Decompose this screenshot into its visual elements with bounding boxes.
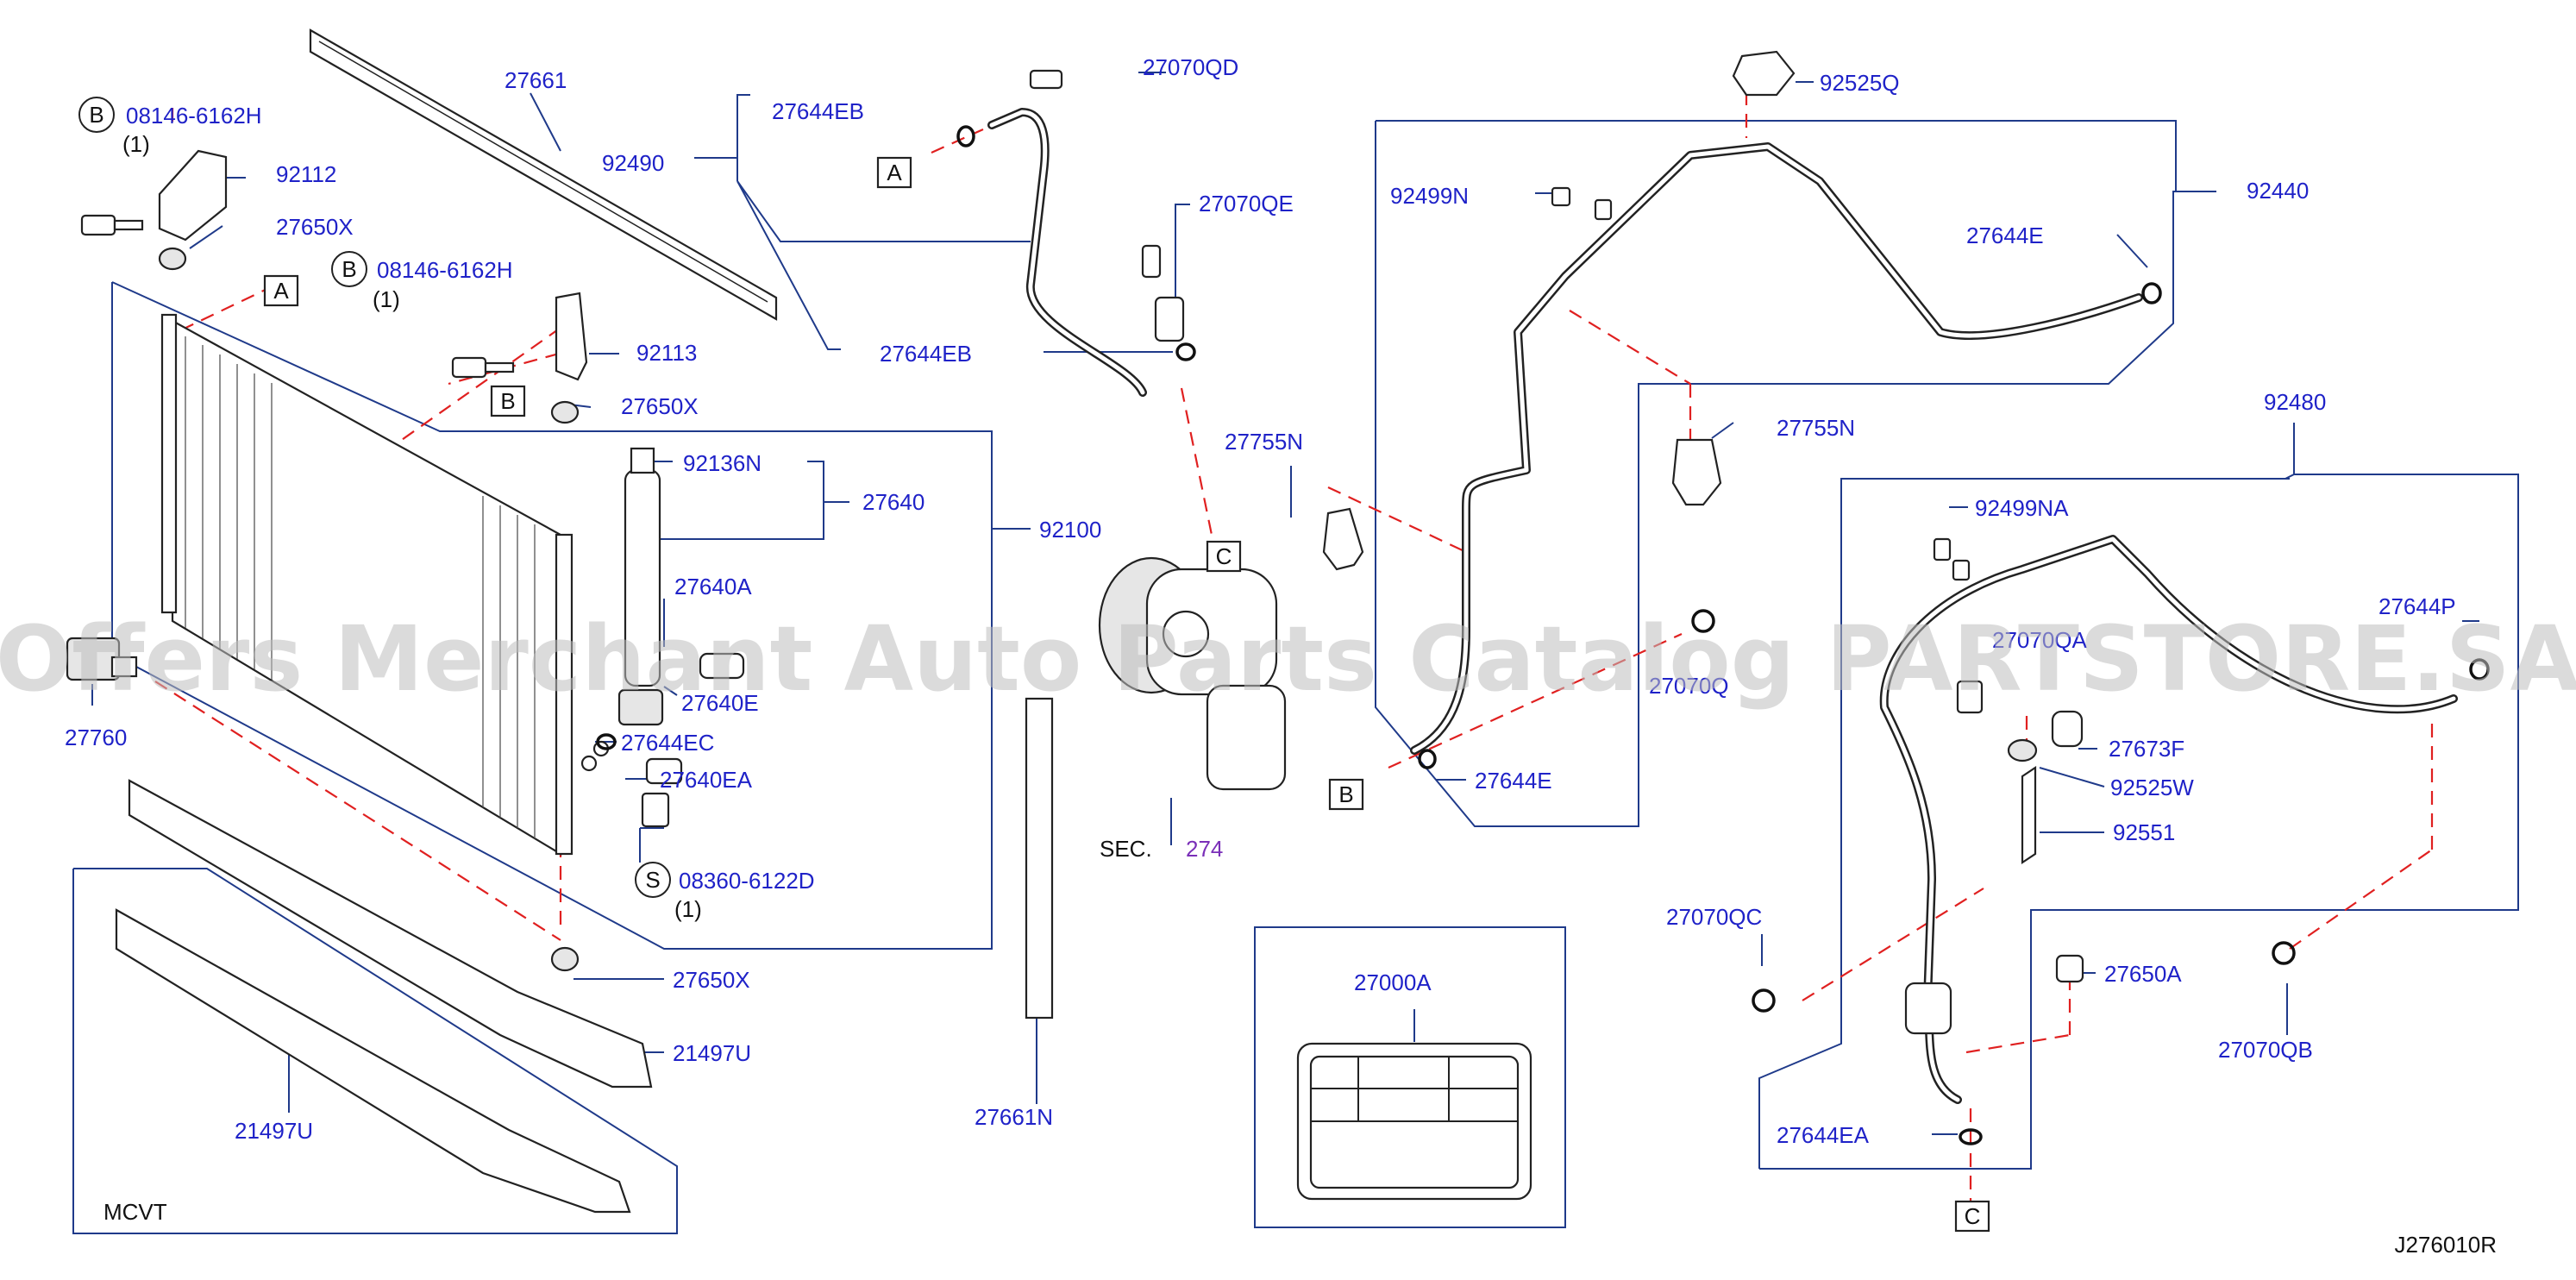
label-27070qe[interactable]: 27070QE [1199,191,1294,216]
diagram-code: J276010R [2394,1232,2497,1258]
hose-clip-upper[interactable] [1732,50,1796,97]
label-92499n[interactable]: 92499N [1390,183,1469,209]
label-27650x-upper[interactable]: 27650X [276,214,354,240]
label-27070qc[interactable]: 27070QC [1666,904,1762,930]
air-guide-upper[interactable] [128,779,653,1089]
label-92136n[interactable]: 92136N [683,450,762,476]
label-08360-6122d[interactable]: 08360-6122D [679,868,815,894]
hose-clip-compressor[interactable] [1322,507,1364,571]
label-27640ea[interactable]: 27640EA [660,767,753,793]
svg-text:B: B [500,388,515,414]
label-27760[interactable]: 27760 [65,725,127,750]
svg-text:A: A [273,278,289,304]
circle-letter-b-2: B [331,251,367,287]
label-21497u-lower[interactable]: 21497U [235,1118,313,1144]
upper-bracket[interactable] [80,149,228,271]
circle-letter-b-1: B [78,97,115,133]
label-92525w[interactable]: 92525W [2110,775,2194,800]
label-mcvt: MCVT [103,1199,167,1225]
label-92499na[interactable]: 92499NA [1975,495,2069,521]
circle-letter-s: S [635,862,671,898]
label-92480[interactable]: 92480 [2264,389,2326,415]
watermark-text: Offers Merchant Auto Parts Catalog PARTS… [0,606,2576,712]
discharge-hose[interactable] [987,69,1185,397]
hose-clip-middle[interactable] [1671,438,1722,506]
label-92100[interactable]: 92100 [1039,517,1101,543]
label-27644p[interactable]: 27644P [2379,593,2456,619]
label-27644ec[interactable]: 27644EC [621,730,714,756]
part-labels: 08146-6162H (1) 92112 27650X 27661 92490… [65,54,2497,1258]
sec-prefix: SEC. [1100,836,1152,862]
sec-274-link[interactable]: 274 [1186,836,1223,862]
svg-text:C: C [1965,1203,1981,1229]
caution-label-plate[interactable] [1296,1042,1532,1201]
label-92440[interactable]: 92440 [2247,178,2309,204]
low-pressure-pipe[interactable] [1410,142,2143,755]
lower-bracket[interactable] [451,292,588,972]
pipe-bracket-set[interactable] [1956,680,2084,983]
qty-08146-upper: (1) [122,131,150,157]
label-27000a[interactable]: 27000A [1354,969,1432,995]
leader-lines [72,72,2519,1234]
label-27640e[interactable]: 27640E [681,690,759,716]
label-27650x-middle[interactable]: 27650X [621,393,699,419]
o-rings[interactable] [596,125,2490,1145]
label-27650x-lower[interactable]: 27650X [673,967,750,993]
label-27755n-left[interactable]: 27755N [1225,429,1303,455]
side-seal-strip[interactable] [1025,697,1054,1020]
seal-strip[interactable] [309,28,778,321]
label-27755n-right[interactable]: 27755N [1777,415,1855,441]
air-guide-lower[interactable] [115,908,631,1214]
svg-text:B: B [1338,781,1353,807]
svg-text:A: A [887,160,902,185]
label-27644e-lower[interactable]: 27644E [1475,768,1552,794]
receiver-fittings[interactable] [580,740,683,828]
ref-box-c-compressor: C [1206,540,1242,573]
label-27644eb-lower[interactable]: 27644EB [880,341,972,367]
svg-text:B: B [342,256,356,282]
ref-box-a-hose: A [876,156,912,189]
label-27640[interactable]: 27640 [862,489,924,515]
label-27661n[interactable]: 27661N [975,1104,1053,1130]
svg-text:B: B [89,102,103,128]
high-pressure-hose[interactable] [1879,535,2458,1104]
label-27070qa[interactable]: 27070QA [1992,627,2088,653]
svg-text:C: C [1216,543,1232,569]
label-92525q[interactable]: 92525Q [1820,70,1900,96]
ref-box-b-left: B [490,385,526,417]
label-27673f[interactable]: 27673F [2109,736,2184,762]
condenser-core[interactable] [160,313,573,856]
qty-08146-lower: (1) [373,286,400,312]
label-08146-6162h-upper[interactable]: 08146-6162H [126,103,262,129]
svg-text:S: S [645,867,660,893]
label-27650a[interactable]: 27650A [2104,961,2182,987]
label-27644eb-upper[interactable]: 27644EB [772,98,864,124]
label-08146-6162h-lower[interactable]: 08146-6162H [377,257,513,283]
label-27070qd[interactable]: 27070QD [1143,54,1238,80]
label-21497u-upper[interactable]: 21497U [673,1040,751,1066]
ambient-sensor[interactable] [66,637,138,681]
ref-box-b-pipe: B [1328,778,1364,811]
label-27644e-upper[interactable]: 27644E [1966,223,2044,248]
ref-box-c-hose: C [1954,1200,1990,1233]
label-92551[interactable]: 92551 [2113,819,2175,845]
label-27070qb[interactable]: 27070QB [2218,1037,2313,1063]
qty-08360: (1) [674,896,702,922]
label-27640a[interactable]: 27640A [674,574,752,599]
label-27070q[interactable]: 27070Q [1649,673,1729,699]
label-92490[interactable]: 92490 [602,150,664,176]
ref-box-a-upper: A [263,274,299,307]
label-27661[interactable]: 27661 [505,67,567,93]
label-92113[interactable]: 92113 [636,340,697,366]
receiver-drier[interactable] [617,447,745,726]
label-92112[interactable]: 92112 [276,161,336,187]
label-27644ea[interactable]: 27644EA [1777,1122,1870,1148]
